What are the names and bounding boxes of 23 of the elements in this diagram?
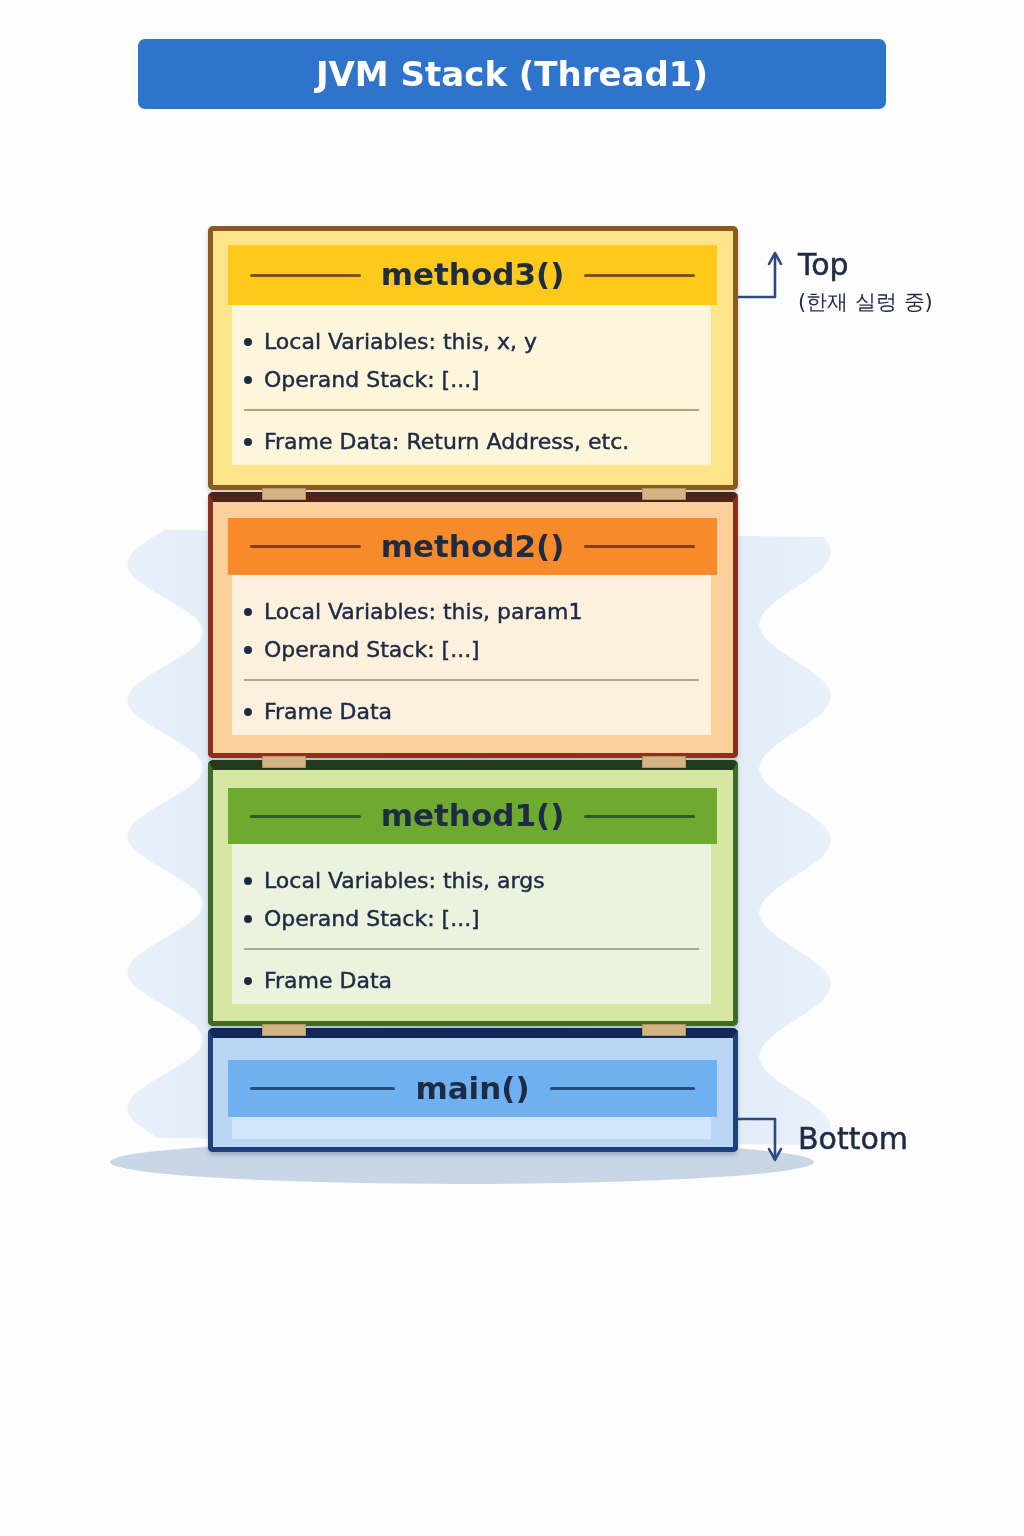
stack-frame (208, 1028, 738, 1152)
list-item-text: Local Variables: this, param1 (264, 598, 583, 626)
marker-label: Bottom (798, 1122, 909, 1157)
frame-title: method1() (380, 798, 565, 834)
stack-frame (208, 492, 738, 758)
list-item-text: Frame Data: Return Address, etc. (264, 428, 630, 456)
frame-title: method2() (380, 528, 565, 565)
frame-title: main() (415, 1070, 530, 1107)
list-item-text: Frame Data (264, 698, 393, 726)
list-item-text: Local Variables: this, args (264, 867, 545, 895)
stack-frame (208, 760, 738, 1026)
list-item-text: Operand Stack: [...] (264, 905, 480, 933)
leader-arrow (738, 1117, 783, 1162)
list-item-text: Operand Stack: [...] (264, 366, 480, 394)
marker-note: (한재 실렁 중) (798, 288, 933, 316)
frame-title: method3() (380, 257, 565, 293)
stack-frame (208, 226, 738, 490)
marker-label: Top (798, 248, 849, 283)
list-item-text: Operand Stack: [...] (264, 636, 480, 664)
leader-arrow (738, 251, 783, 299)
list-item-text: Local Variables: this, x, y (264, 328, 538, 356)
title-banner: JVM Stack (Thread1) (138, 39, 886, 109)
list-item-text: Frame Data (264, 967, 393, 995)
